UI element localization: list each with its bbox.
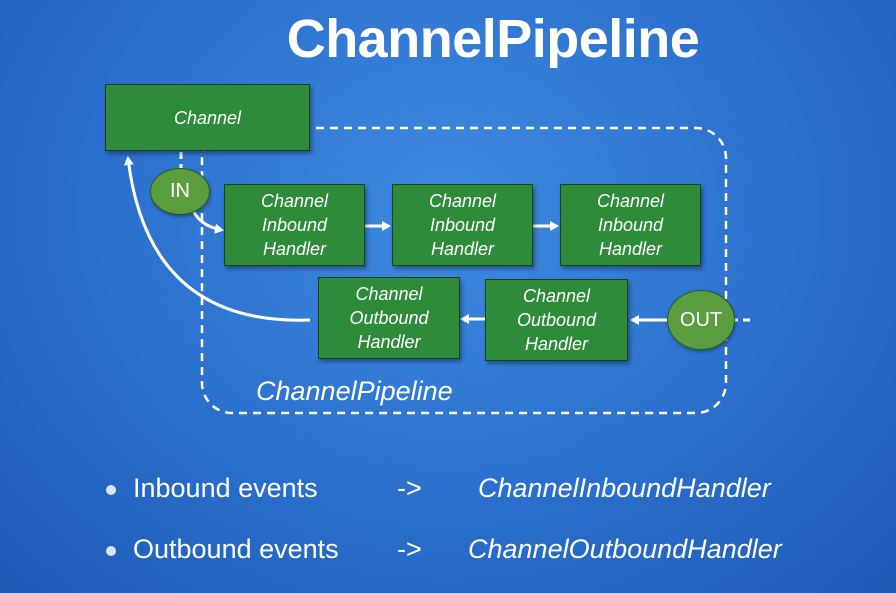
pipeline-boundary xyxy=(200,126,728,415)
in-arrow-tail xyxy=(191,209,224,234)
outbound-handler-1: Channel Outbound Handler xyxy=(318,277,460,359)
return-arrow xyxy=(123,156,311,322)
outbound-handler-2: Channel Outbound Handler xyxy=(485,279,628,361)
in-circle: IN xyxy=(150,168,210,215)
inbound-handler-2: Channel Inbound Handler xyxy=(392,184,533,266)
inbound-handler-3: Channel Inbound Handler xyxy=(560,184,701,266)
pipeline-label: ChannelPipeline xyxy=(256,376,453,406)
slide-title: ChannelPipeline xyxy=(286,9,700,69)
out-circle: OUT xyxy=(667,290,735,350)
channel-box: Channel xyxy=(105,84,310,151)
inbound-handler-1: Channel Inbound Handler xyxy=(224,184,365,266)
